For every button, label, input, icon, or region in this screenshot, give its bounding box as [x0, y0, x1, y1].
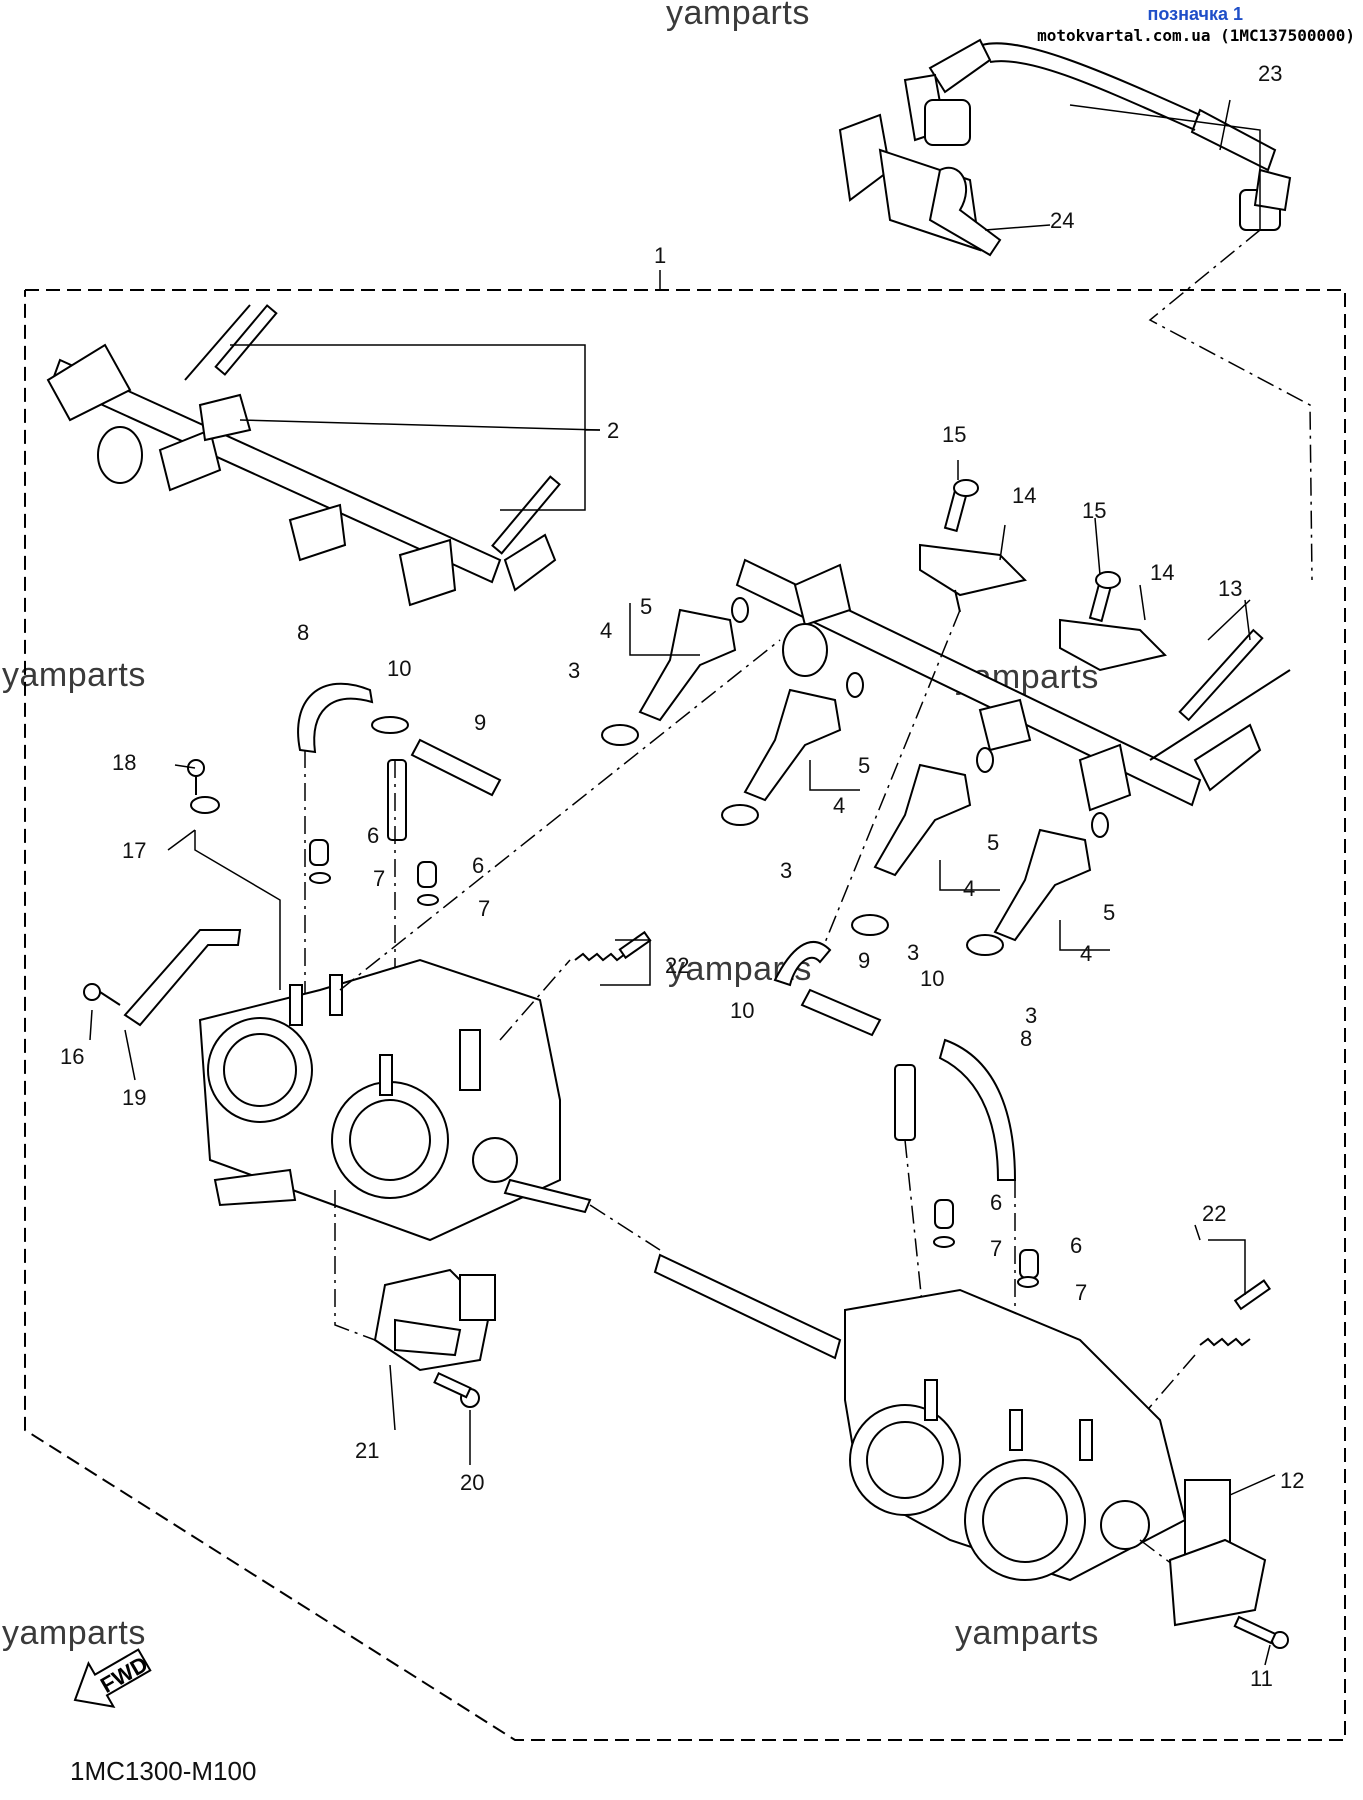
callout-1: 1: [654, 243, 667, 268]
callout-6a: 6: [367, 823, 380, 848]
callout-15a: 15: [942, 422, 967, 447]
injector-c: [851, 747, 994, 936]
bolt-20: [433, 1371, 480, 1408]
header-source: motokvartal.com.ua (1MC137500000): [1037, 26, 1355, 45]
bolt-16: [83, 983, 121, 1006]
throttle-sensor-12: [1168, 1479, 1267, 1627]
bracket-4a: [629, 603, 700, 656]
sensor-14-a: [919, 479, 1027, 613]
callout-4d: 4: [1080, 941, 1093, 966]
bracket-4d: [1059, 920, 1110, 951]
callout-4c: 4: [963, 876, 976, 901]
spring-22-left: [574, 930, 652, 986]
bracket-4b: [809, 760, 860, 791]
callout-5b: 5: [858, 753, 871, 778]
throttle-body-left: [198, 958, 561, 1242]
throttle-body-right: [844, 1288, 1187, 1582]
callout-22a: 22: [665, 953, 690, 978]
callout-23: 23: [1258, 61, 1283, 86]
fwd-arrow: [73, 1648, 152, 1708]
callout-6c: 6: [990, 1190, 1003, 1215]
callout-7b: 7: [478, 896, 491, 921]
callout-4a: 4: [600, 618, 613, 643]
callout-3d: 3: [1025, 1003, 1038, 1028]
bracket-4c: [939, 860, 1000, 891]
watermark-bottom-right: yamparts: [955, 1614, 1099, 1652]
callout-10c: 10: [920, 966, 945, 991]
fuel-rail-left: [46, 304, 601, 607]
callout-8a: 8: [297, 620, 310, 645]
callout-7d: 7: [1075, 1280, 1088, 1305]
callout-17: 17: [122, 838, 147, 863]
injector-b: [721, 672, 864, 826]
callout-5c: 5: [987, 830, 1000, 855]
callout-4b: 4: [833, 793, 846, 818]
bolt-18: [187, 759, 205, 795]
linkage-rod: [653, 1253, 842, 1360]
spring-22-right: [1199, 1239, 1272, 1347]
hoses-right: [773, 940, 1039, 1288]
callout-13: 13: [1218, 576, 1243, 601]
fuel-rail-right: [735, 558, 1291, 812]
hoses-left: [297, 682, 502, 906]
callout-22b: 22: [1202, 1201, 1227, 1226]
callout-21: 21: [355, 1438, 380, 1463]
callout-3c: 3: [907, 940, 920, 965]
watermark-top: yamparts: [666, 0, 810, 32]
callout-5a: 5: [640, 594, 653, 619]
callout-24: 24: [1050, 208, 1075, 233]
callout-12: 12: [1280, 1468, 1305, 1493]
callout-15b: 15: [1082, 498, 1107, 523]
screw-11: [1233, 1615, 1289, 1649]
callout-9b: 9: [858, 948, 871, 973]
callout-6d: 6: [1070, 1233, 1083, 1258]
clip-17: [190, 796, 220, 814]
watermark-bottom-left: yamparts: [2, 1614, 146, 1652]
throttle-sensor-21: [373, 1268, 496, 1372]
callout-14a: 14: [1012, 483, 1037, 508]
callout-8b: 8: [1020, 1026, 1033, 1051]
sensor-leader: [819, 609, 961, 956]
callout-2: 2: [607, 418, 620, 443]
assembly-boundary: [24, 289, 1346, 1741]
callout-5d: 5: [1103, 900, 1116, 925]
callout-7c: 7: [990, 1236, 1003, 1261]
callout-10a: 10: [387, 656, 412, 681]
callout-18: 18: [112, 750, 137, 775]
hose-19: [123, 929, 242, 1027]
callout-10b: 10: [730, 998, 755, 1023]
callout-14b: 14: [1150, 560, 1175, 585]
callout-11: 11: [1250, 1666, 1273, 1691]
header-tag: позначка 1: [1147, 4, 1244, 24]
injector-a: [601, 597, 749, 746]
hose-23-leader: [1148, 229, 1313, 581]
diagram-code: 1MC1300-M100: [70, 1756, 257, 1786]
injector-d: [966, 812, 1109, 956]
callout-3a: 3: [568, 658, 581, 683]
callout-19: 19: [122, 1085, 147, 1110]
sensor-14-b: [1059, 571, 1167, 672]
callout-16: 16: [60, 1044, 85, 1069]
callout-3b: 3: [780, 858, 793, 883]
hose-clamp-24: [838, 113, 1002, 257]
callout-9a: 9: [474, 710, 487, 735]
fuel-hose-23: [903, 38, 1292, 231]
callout-20: 20: [460, 1470, 485, 1495]
callout-6b: 6: [472, 853, 485, 878]
callout-7a: 7: [373, 866, 386, 891]
